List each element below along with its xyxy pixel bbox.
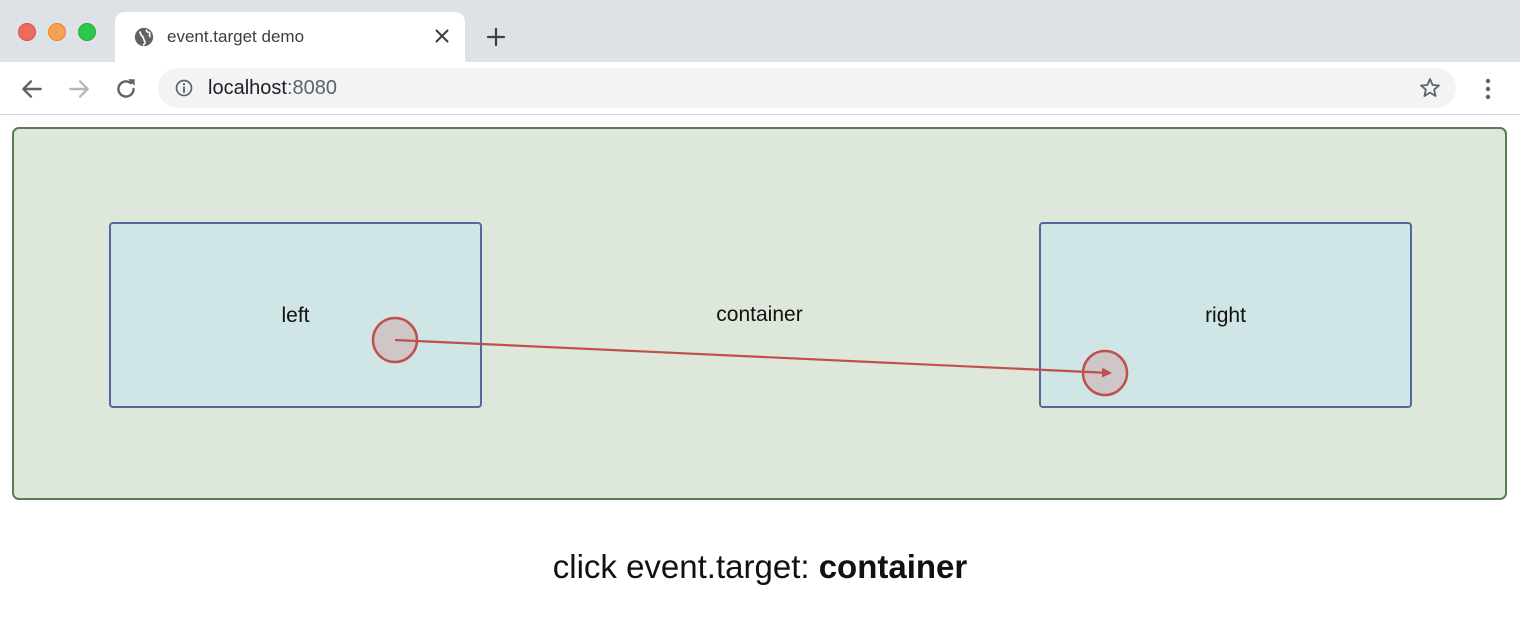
- tab-strip: event.target demo: [0, 0, 1520, 62]
- container-label: container: [716, 303, 803, 326]
- arrow-right-icon[interactable]: [66, 76, 92, 102]
- window-zoom-button[interactable]: [78, 23, 96, 41]
- window-minimize-button[interactable]: [48, 23, 66, 41]
- browser-toolbar: localhost:8080: [0, 62, 1520, 115]
- left-box[interactable]: left: [109, 222, 482, 408]
- address-bar[interactable]: localhost:8080: [158, 68, 1456, 108]
- url-port: :8080: [286, 77, 337, 99]
- tab-title: event.target demo: [167, 27, 305, 46]
- globe-icon: [134, 27, 154, 47]
- close-icon[interactable]: [431, 25, 453, 47]
- right-box[interactable]: right: [1039, 222, 1412, 408]
- left-box-label: left: [281, 304, 310, 327]
- status-value: container: [818, 548, 968, 585]
- kebab-menu-icon[interactable]: [1476, 76, 1500, 102]
- info-icon[interactable]: [174, 78, 194, 98]
- arrow-left-icon[interactable]: [19, 76, 45, 102]
- url-host: localhost: [208, 77, 287, 99]
- url-text: localhost:8080: [208, 77, 337, 100]
- star-icon[interactable]: [1418, 76, 1442, 100]
- browser-tab[interactable]: event.target demo: [115, 12, 465, 62]
- window-close-button[interactable]: [18, 23, 36, 41]
- reload-icon[interactable]: [113, 76, 139, 102]
- container-box[interactable]: container left right: [12, 127, 1507, 500]
- status-prefix: click event.target:: [552, 548, 819, 585]
- plus-icon[interactable]: [484, 25, 508, 49]
- right-box-label: right: [1205, 304, 1246, 327]
- event-target-status: click event.target: container: [0, 548, 1520, 586]
